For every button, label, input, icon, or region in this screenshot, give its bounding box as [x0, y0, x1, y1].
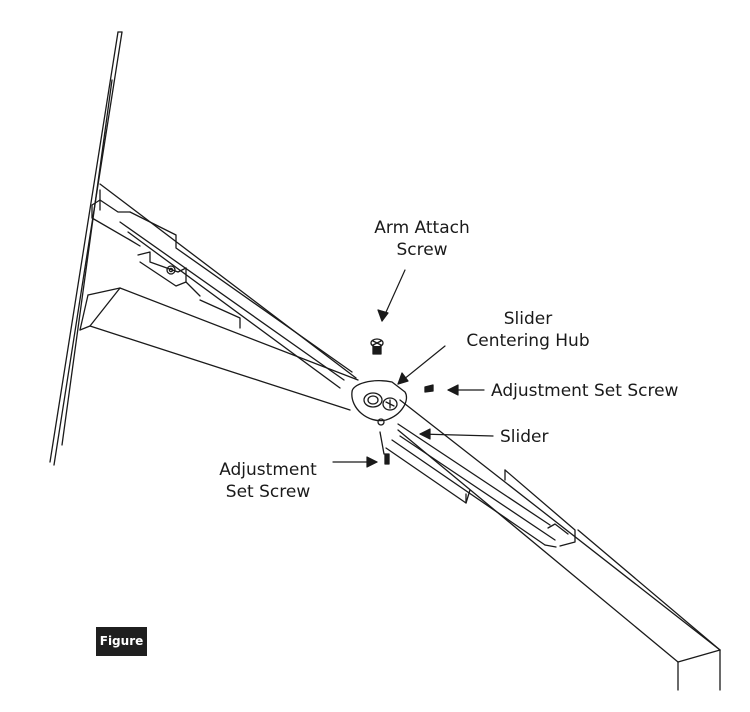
label-adjustment-set-screw-right: Adjustment Set Screw [491, 381, 679, 401]
bracket-bar [397, 399, 721, 691]
label-adjustment-set-screw-left-line1: Adjustment [219, 460, 317, 480]
slide-channel [385, 423, 576, 548]
track-arm [91, 183, 357, 389]
adjustment-set-screw-left-icon [379, 431, 390, 465]
label-arm-attach-screw-line1: Arm Attach [374, 218, 470, 238]
figure-number-badge: Figure 16 [96, 627, 147, 677]
label-adjustment-set-screw-left: Adjustment Set Screw [198, 459, 338, 503]
label-slider: Slider [500, 427, 549, 447]
arm-attach-screw-icon [370, 338, 384, 355]
leader-arrows [332, 269, 494, 468]
main-arm [79, 287, 359, 411]
door-panel [49, 31, 123, 466]
label-slider-centering-hub: Slider Centering Hub [428, 308, 628, 352]
label-slider-centering-hub-line2: Centering Hub [466, 331, 590, 351]
label-arm-attach-screw: Arm Attach Screw [352, 217, 492, 261]
label-adjustment-set-screw-left-line2: Set Screw [225, 482, 311, 502]
label-slider-centering-hub-line1: Slider [503, 309, 553, 329]
label-arm-attach-screw-line2: Screw [396, 240, 448, 260]
adjustment-set-screw-right-icon [424, 384, 434, 393]
slider-centering-hub [351, 380, 408, 426]
